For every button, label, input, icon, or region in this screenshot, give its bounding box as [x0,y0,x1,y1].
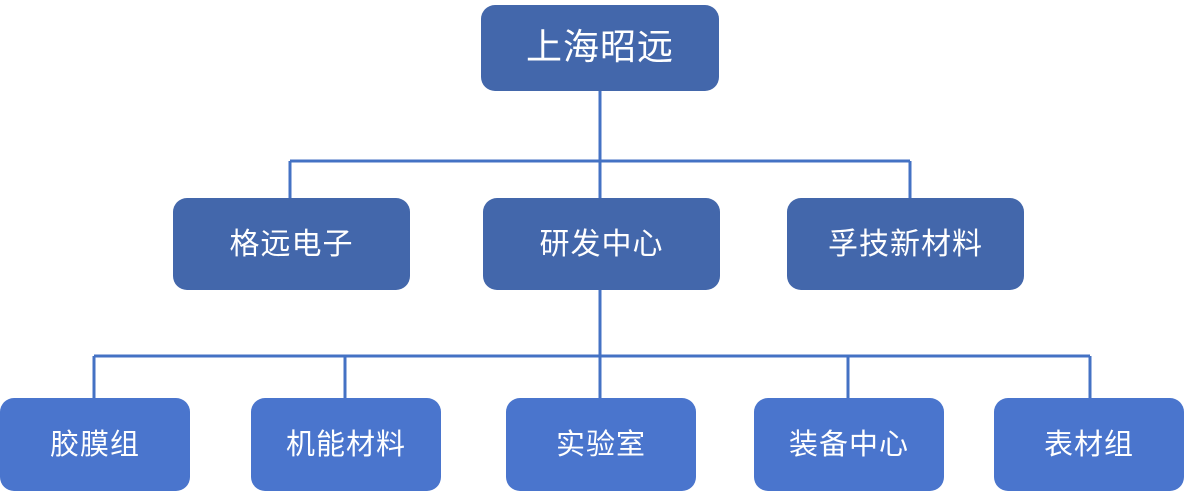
org-node-label: 实验室 [555,426,646,461]
org-node-label: 研发中心 [539,226,664,262]
org-node-surface-materials-group[interactable]: 表材组 [994,398,1184,491]
org-node-label: 格远电子 [229,226,354,262]
org-node-shanghai-zhaoyuan[interactable]: 上海昭远 [481,5,719,91]
org-node-label: 上海昭远 [525,27,674,69]
org-node-laboratory[interactable]: 实验室 [506,398,696,491]
org-node-rd-center[interactable]: 研发中心 [483,198,720,290]
org-node-label: 胶膜组 [49,426,140,461]
org-node-label: 装备中心 [788,426,909,461]
org-node-adhesive-film-group[interactable]: 胶膜组 [0,398,190,491]
org-node-geyuan-electronics[interactable]: 格远电子 [173,198,410,290]
org-node-label: 孚技新材料 [828,226,983,262]
org-node-equipment-center[interactable]: 装备中心 [754,398,944,491]
org-node-label: 表材组 [1043,426,1134,461]
org-node-functional-materials[interactable]: 机能材料 [251,398,441,491]
org-node-label: 机能材料 [285,426,406,461]
org-node-fuji-new-materials[interactable]: 孚技新材料 [787,198,1024,290]
